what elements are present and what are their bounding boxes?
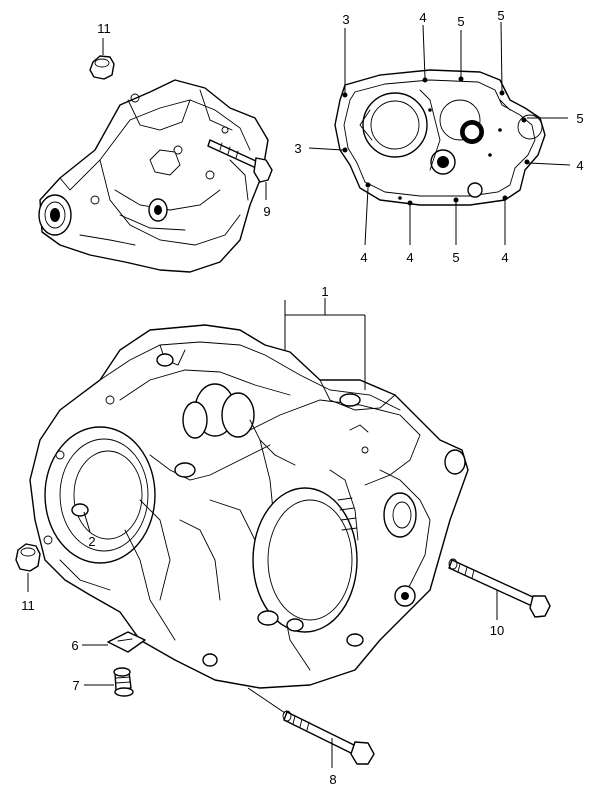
callout-3b: 3	[294, 141, 301, 156]
callout-4a: 4	[419, 10, 426, 25]
plate-6	[107, 631, 146, 653]
callout-1: 1	[321, 284, 328, 299]
callout-8: 8	[329, 772, 336, 787]
callout-4e: 4	[501, 250, 508, 265]
nut-11-bottom	[15, 543, 41, 572]
callout-10: 10	[490, 623, 504, 638]
callout-3a: 3	[342, 12, 349, 27]
callout-5a: 5	[457, 14, 464, 29]
callout-11a: 11	[97, 21, 111, 36]
callout-7: 7	[72, 678, 79, 693]
bolt-9	[207, 139, 273, 183]
callout-4c: 4	[360, 250, 367, 265]
nut-11-top	[89, 55, 115, 80]
callout-labels: 1 2 3 3 4 4 4 4 4 5 5 5 5 6 7 8 9 10 11 …	[21, 8, 583, 787]
callout-5c: 5	[576, 111, 583, 126]
crankcase-left-half-face	[334, 69, 546, 206]
crankcase-right-half	[38, 79, 269, 273]
bolt-10	[448, 558, 551, 618]
crankcase-assembly	[29, 324, 469, 689]
callout-11b: 11	[21, 598, 35, 613]
bracket-1	[284, 298, 366, 390]
callout-5b: 5	[497, 8, 504, 23]
bolt-7	[113, 667, 134, 697]
callout-4d: 4	[406, 250, 413, 265]
leaders-upper-right	[308, 21, 571, 246]
callout-6: 6	[71, 638, 78, 653]
callout-4b: 4	[576, 158, 583, 173]
bolt-8	[282, 710, 375, 765]
callout-9: 9	[263, 204, 270, 219]
callout-2: 2	[88, 534, 95, 549]
callout-5d: 5	[452, 250, 459, 265]
